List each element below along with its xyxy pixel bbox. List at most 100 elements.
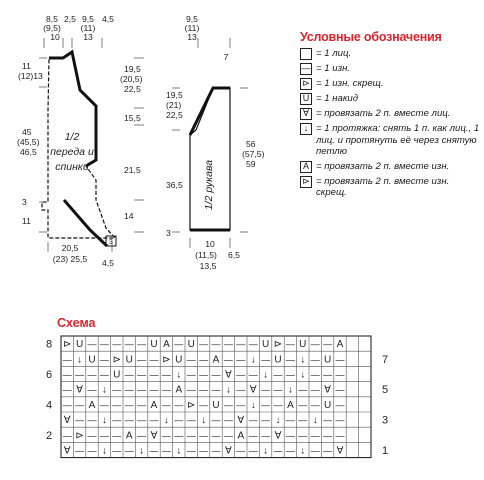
legend-item: ⊳= провязать 2 п. вместе изн. скрещ. <box>300 175 480 199</box>
legend-title: Условные обозначения <box>300 30 442 44</box>
schema-cell-symbol: U <box>324 400 331 411</box>
schema-cell-symbol: U <box>113 370 120 381</box>
schema-cell-symbol: ↓ <box>251 400 256 411</box>
schema-cell-symbol: U <box>150 339 157 350</box>
schema-cell-symbol: — <box>75 400 84 410</box>
row-number-right: 1 <box>382 445 388 457</box>
measurement-lines <box>39 38 248 252</box>
legend-text: = провязать 2 п. вместе лиц. <box>316 108 451 119</box>
schema-cell-symbol: — <box>249 430 258 440</box>
dim-top-left-2: (9,5) <box>43 23 61 33</box>
sleeve-right-2: (57,5) <box>242 149 265 159</box>
schema-cell-symbol: U <box>126 354 133 365</box>
schema-cell-symbol: — <box>162 370 171 380</box>
legend-symbol-icon: ↓ <box>300 123 312 135</box>
schema-cell-symbol: — <box>75 370 84 380</box>
schema-cell-symbol: ∀ <box>225 370 232 381</box>
legend-text: = провязать 2 п. вместе изн. <box>316 160 450 172</box>
sleeve-left-h1-3: 22,5 <box>166 110 183 120</box>
schema-cell-symbol: — <box>236 446 245 456</box>
schema-cell-symbol: A <box>175 385 182 396</box>
schema-cell-symbol: ↓ <box>288 385 293 396</box>
schema-cell-symbol: ↓ <box>276 415 281 426</box>
legend-item: ↓= 1 протяжка: снять 1 п. как лиц., 1 ли… <box>300 123 480 158</box>
schema-cell-symbol: — <box>100 430 109 440</box>
schema-cell-symbol: — <box>174 415 183 425</box>
schema-cell-symbol: — <box>199 400 208 410</box>
schema-cell-symbol: ↓ <box>102 446 107 457</box>
schema-cell-symbol: — <box>224 415 233 425</box>
schema-cell-symbol: ∀ <box>64 415 71 426</box>
schema-cell-symbol: — <box>261 385 270 395</box>
schema-cell-symbol: ∀ <box>151 430 158 441</box>
schema-cell-symbol: — <box>199 385 208 395</box>
legend: = 1 лиц.—= 1 изн.⊳= 1 изн. скрещ.U= 1 на… <box>300 48 480 202</box>
schema-cell-symbol: — <box>286 415 295 425</box>
schema-cell-symbol: — <box>336 430 345 440</box>
sleeve-right-1: 56 <box>246 139 256 149</box>
schema-cell-symbol: — <box>236 400 245 410</box>
schema-cell-symbol: — <box>274 370 283 380</box>
sleeve-bottom-2: (11,5) <box>195 250 217 260</box>
schema-cell-symbol: — <box>112 385 121 395</box>
dim-bottom-small: 4,5 <box>102 258 114 268</box>
schema-cell-symbol: ↓ <box>251 354 256 365</box>
schema-cell-symbol: — <box>323 415 332 425</box>
schema-cell-symbol: — <box>112 446 121 456</box>
schema-cell-symbol: ∀ <box>64 446 71 457</box>
schema-cell-symbol: — <box>63 354 72 364</box>
schema-cell-symbol: — <box>212 415 221 425</box>
sleeve-top-3: 13 <box>187 32 197 42</box>
schema-cell-symbol: — <box>88 446 97 456</box>
legend-symbol-icon: — <box>300 63 312 75</box>
front-back-tab <box>105 235 117 247</box>
row-number-right: 3 <box>382 415 388 427</box>
schema-cell-symbol: — <box>199 430 208 440</box>
schema-cell-symbol: U <box>274 354 281 365</box>
schema-cell-symbol: — <box>150 370 159 380</box>
schema-cell-symbol: — <box>137 354 146 364</box>
dim-top-right-3: 13 <box>83 32 93 42</box>
schema-cell-symbol: — <box>174 339 183 349</box>
dim-tab-label: 3 <box>109 239 113 246</box>
schema-cell-symbol: — <box>112 415 121 425</box>
schema-cell-symbol: — <box>88 370 97 380</box>
schema-cell-symbol: — <box>75 415 84 425</box>
legend-symbol-icon: ⊳ <box>300 175 312 188</box>
schema-cell-symbol: — <box>274 446 283 456</box>
schema-cell-symbol: — <box>100 339 109 349</box>
legend-symbol-icon <box>300 48 312 60</box>
schema-cell-symbol: — <box>199 354 208 364</box>
dim-top-mid: 2,5 <box>64 14 76 24</box>
schema-cell-symbol: U <box>76 339 83 350</box>
schema-cell-symbol: — <box>311 446 320 456</box>
schema-cell-symbol: ↓ <box>77 354 82 365</box>
schema-cell-symbol: — <box>137 415 146 425</box>
legend-item: —= 1 изн. <box>300 63 480 75</box>
schema-cell-symbol: ↓ <box>102 385 107 396</box>
dim-top-left-1: 8,5 <box>46 14 58 24</box>
sleeve-right-3: 59 <box>246 159 256 169</box>
dim-left-total-2: (45,5) <box>17 137 40 147</box>
schema-cell-symbol: — <box>88 415 97 425</box>
schema-cell-symbol: — <box>336 400 345 410</box>
schema-cell-symbol: — <box>63 385 72 395</box>
schema-cell-symbol: — <box>150 446 159 456</box>
schema-cell-symbol: — <box>286 430 295 440</box>
schema-cell-symbol: — <box>75 446 84 456</box>
schema-cell-symbol: A <box>237 430 244 441</box>
dim-right-h4: 14 <box>124 211 134 221</box>
schema-cell-symbol: — <box>100 370 109 380</box>
schema-cell-symbol: — <box>212 446 221 456</box>
schema-cell-symbol: — <box>199 446 208 456</box>
schema-cell-symbol: — <box>212 385 221 395</box>
sleeve-top-2: (11) <box>185 23 200 33</box>
schema-cell-symbol: — <box>125 339 134 349</box>
schema-cell-symbol: — <box>224 339 233 349</box>
schema-cell-symbol: A <box>163 339 170 350</box>
schema-cell-symbol: ⊳ <box>113 354 121 365</box>
sleeve-left-3: 3 <box>166 228 171 238</box>
schema-cell-symbol: A <box>213 354 220 365</box>
